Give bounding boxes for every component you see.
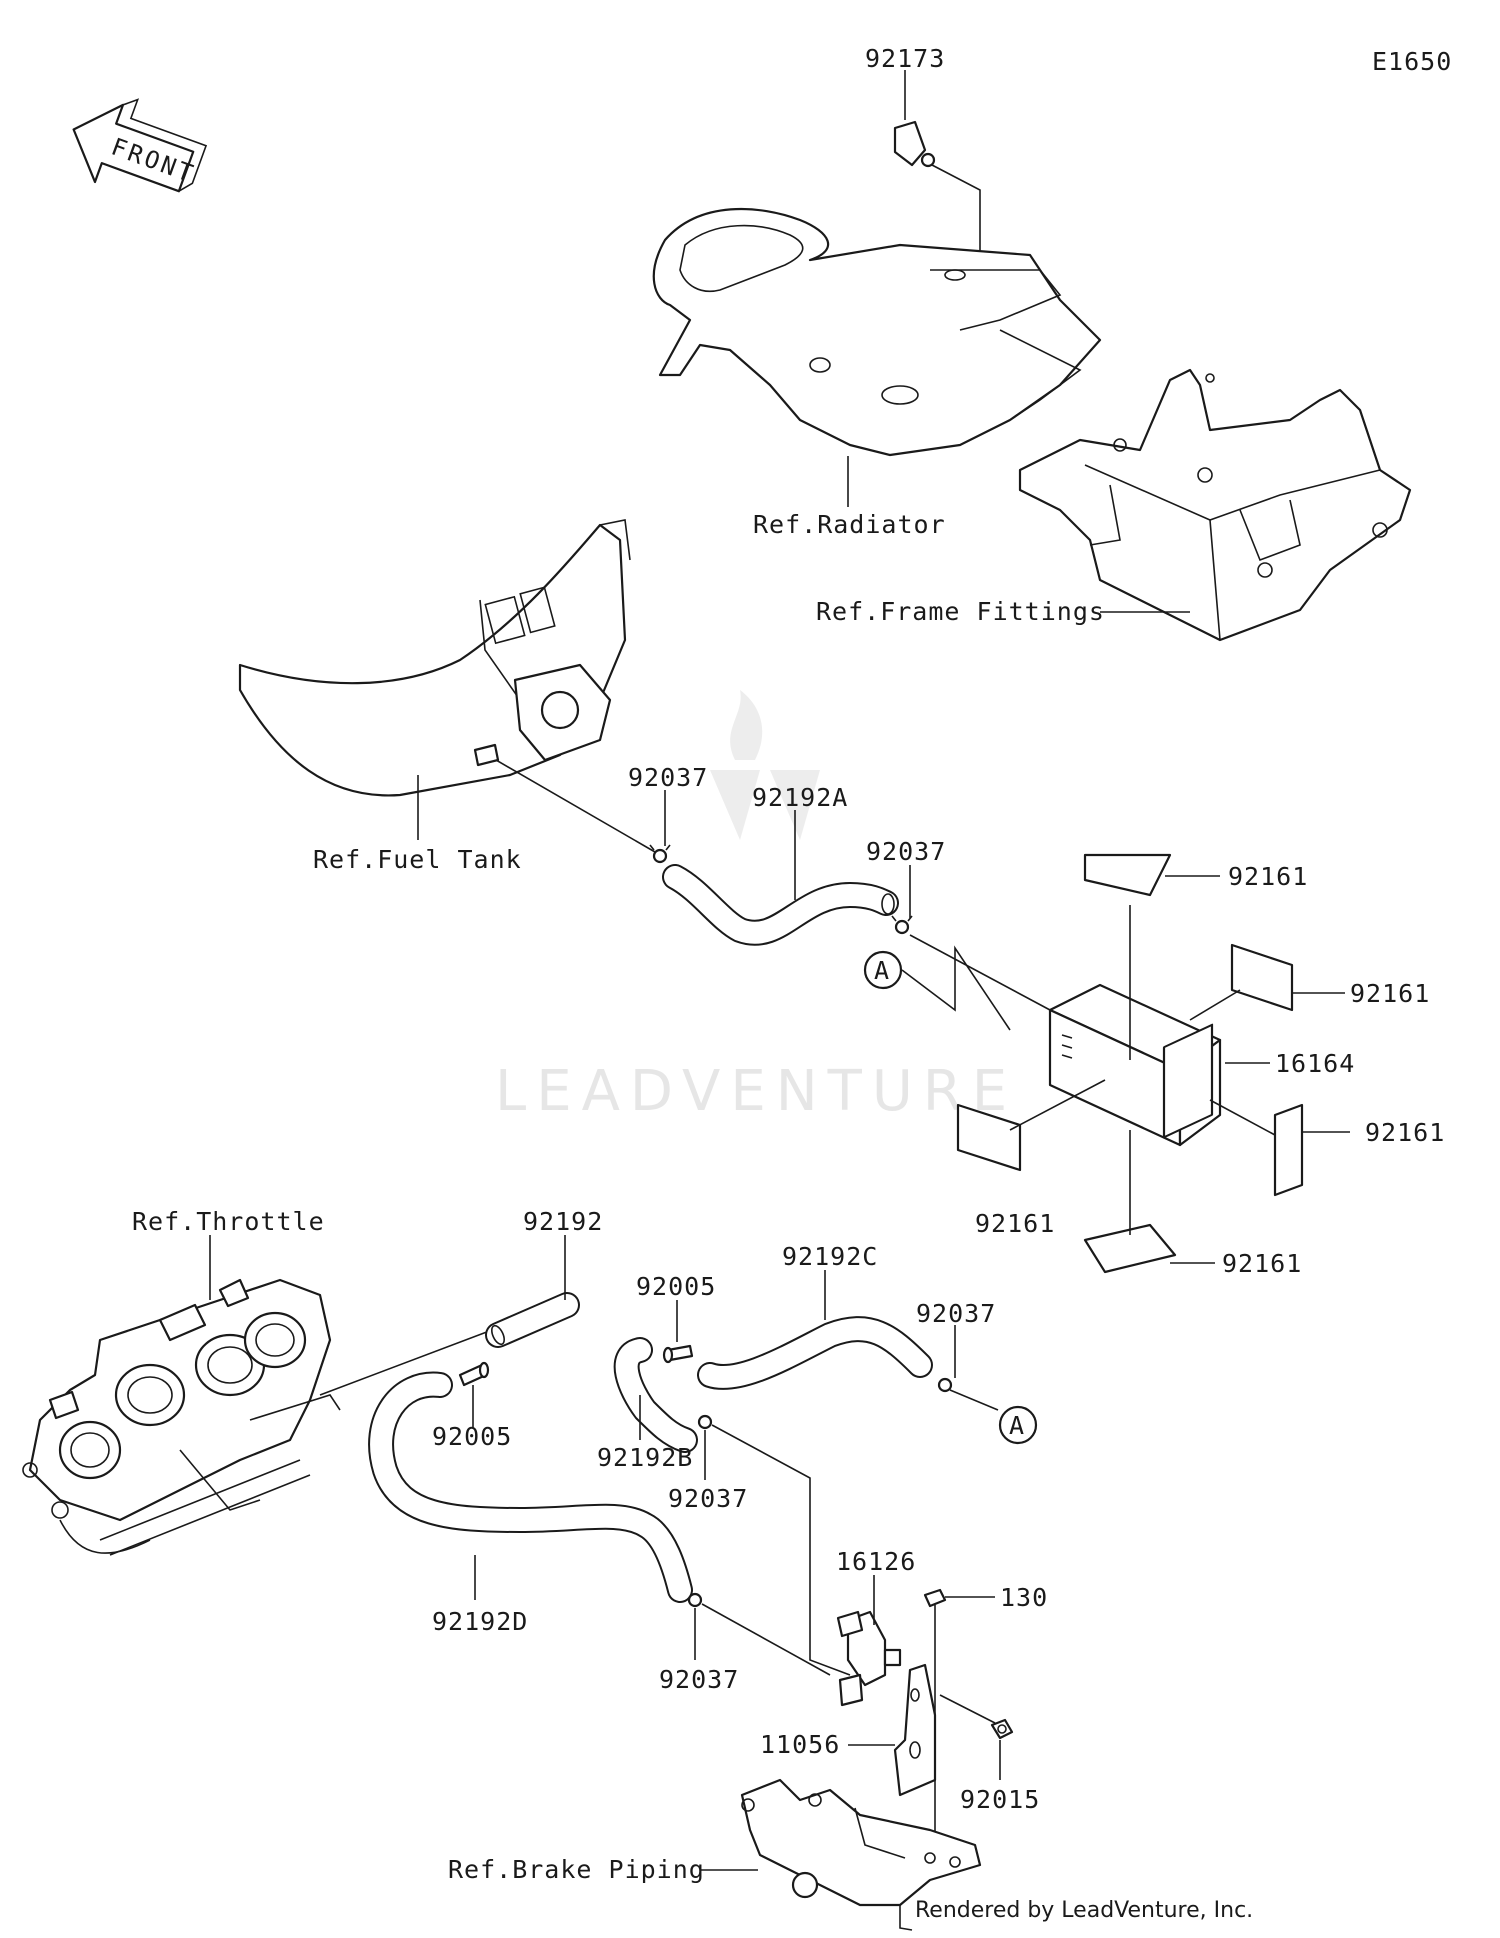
connector-a-bottom[interactable] (998, 1405, 1038, 1445)
fuel-tank (238, 519, 631, 797)
label-92037-a: 92037 (628, 763, 708, 792)
clip-92037-c[interactable] (937, 1377, 953, 1393)
leader-92161-lr-install (1209, 1099, 1276, 1136)
leader-connector-a-top (901, 945, 1011, 1031)
hose-92192D[interactable] (368, 1371, 693, 1603)
leader-throttle-to-hose (319, 1329, 493, 1396)
sticker-92161-left[interactable] (956, 1103, 1022, 1172)
front-arrow-icon: FRONT (72, 98, 208, 193)
clip-92037-e[interactable] (687, 1592, 703, 1608)
sticker-92161-bottom[interactable] (1083, 1223, 1177, 1274)
diagram-id: E1650 (1372, 47, 1452, 76)
clip-92037-a[interactable] (649, 844, 671, 864)
throttle-body (22, 1278, 341, 1556)
render-credit: Rendered by LeadVenture, Inc. (915, 1898, 1254, 1923)
label-92192A: 92192A (752, 783, 848, 812)
sticker-92161-lr[interactable] (1273, 1103, 1304, 1197)
label-92173: 92173 (865, 44, 945, 73)
bracket-11056[interactable] (893, 1663, 937, 1797)
connector-a-top[interactable] (863, 950, 903, 990)
label-ref-frame: Ref.Frame Fittings (816, 597, 1105, 626)
leader-tank-to-hose (495, 759, 656, 853)
nut-92015[interactable] (990, 1718, 1014, 1740)
leader-92161-right-install (1189, 989, 1241, 1021)
fitting-92005-a[interactable] (662, 1344, 694, 1364)
label-92192D: 92192D (432, 1607, 528, 1636)
fitting-92005-b[interactable] (458, 1361, 490, 1387)
label-92161-lr: 92161 (1365, 1118, 1445, 1147)
label-92161-top: 92161 (1228, 862, 1308, 891)
hose-92192A[interactable] (662, 864, 899, 946)
connector-a-top-label: A (874, 956, 890, 985)
clip-92037-b[interactable] (891, 915, 913, 935)
label-92037-d: 92037 (668, 1484, 748, 1513)
leader-clip-c-to-a (949, 1389, 999, 1411)
label-11056: 11056 (760, 1730, 840, 1759)
hose-92192B[interactable] (613, 1337, 698, 1453)
hose-92192[interactable] (485, 1292, 580, 1348)
sticker-92161-top[interactable] (1083, 853, 1172, 897)
label-92037-b: 92037 (866, 837, 946, 866)
label-92005-b: 92005 (432, 1422, 512, 1451)
solenoid-valve-16126[interactable] (836, 1610, 902, 1707)
hose-92192C[interactable] (697, 1316, 933, 1390)
label-92161-right: 92161 (1350, 979, 1430, 1008)
label-92161-left: 92161 (975, 1209, 1055, 1238)
frame-fittings-tray (1018, 368, 1412, 642)
leader-92037-e-install (701, 1603, 831, 1676)
label-92015: 92015 (960, 1785, 1040, 1814)
label-ref-throttle: Ref.Throttle (132, 1207, 325, 1236)
connector-a-bottom-label: A (1009, 1411, 1025, 1440)
label-16126: 16126 (836, 1547, 916, 1576)
brake-piping-bracket (740, 1778, 982, 1931)
clip-92037-d[interactable] (697, 1414, 713, 1430)
label-130: 130 (1000, 1583, 1048, 1612)
clip-92173[interactable] (893, 120, 936, 168)
leadventure-watermark: LEADVENTURE (495, 690, 1017, 1124)
label-92192: 92192 (523, 1207, 603, 1236)
label-92037-c: 92037 (916, 1299, 996, 1328)
label-ref-fuel-tank: Ref.Fuel Tank (313, 845, 522, 874)
leader-92037-d-install (711, 1424, 851, 1676)
label-92005-a: 92005 (636, 1272, 716, 1301)
label-92037-e: 92037 (659, 1665, 739, 1694)
label-16164: 16164 (1275, 1049, 1355, 1078)
leader-92161-left-install (1009, 1079, 1106, 1131)
watermark-text: LEADVENTURE (495, 1059, 1017, 1124)
bolt-130[interactable] (923, 1588, 947, 1620)
canister-16164[interactable] (1048, 983, 1222, 1147)
label-92192B: 92192B (597, 1443, 693, 1472)
label-ref-brake: Ref.Brake Piping (448, 1855, 705, 1884)
radiator-bracket (652, 207, 1102, 457)
label-ref-radiator: Ref.Radiator (753, 510, 946, 539)
leader-clip-to-canister (909, 934, 1051, 1011)
sticker-92161-right[interactable] (1230, 943, 1294, 1012)
leader-nut-install (939, 1694, 996, 1724)
label-92192C: 92192C (782, 1242, 878, 1271)
label-92161-bottom: 92161 (1222, 1249, 1302, 1278)
